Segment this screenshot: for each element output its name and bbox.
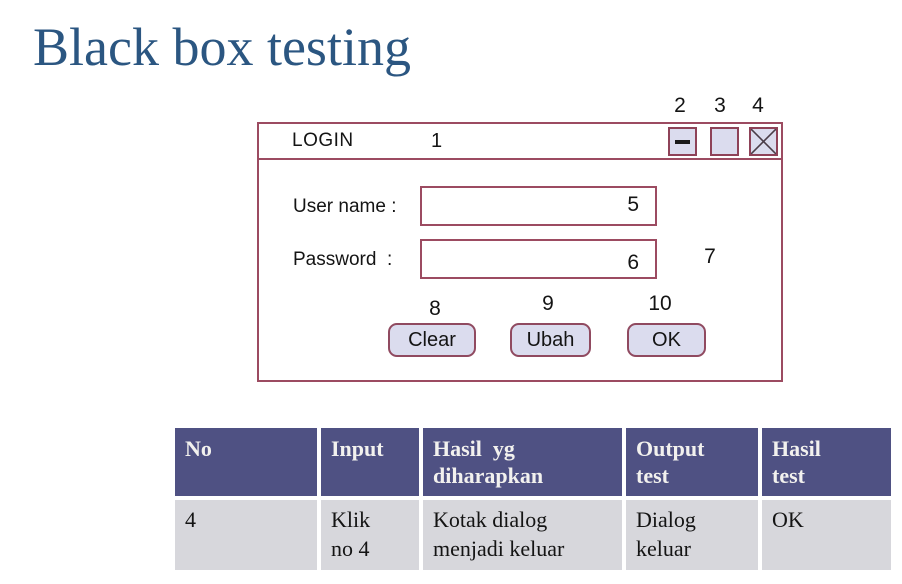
- table-header-result: Hasil test: [762, 428, 891, 496]
- table-header-input: Input: [321, 428, 419, 496]
- username-input[interactable]: 5: [420, 186, 657, 226]
- table-cell-input: Klik no 4: [321, 500, 419, 570]
- close-icon: [751, 129, 776, 154]
- login-dialog: LOGIN 1 User name : 5 Password : 6: [257, 122, 783, 382]
- annotation-ok-button: 10: [648, 292, 672, 315]
- minimize-button[interactable]: [668, 127, 697, 156]
- annotation-password-field: 6: [627, 251, 639, 274]
- dialog-body: User name : 5 Password : 6 7 8 9 10 Clea…: [259, 160, 781, 380]
- table-cell-result: OK: [762, 500, 891, 570]
- clear-button[interactable]: Clear: [388, 323, 476, 357]
- table-cell-output: Dialog keluar: [626, 500, 758, 570]
- annotation-minimize: 2: [674, 94, 686, 117]
- ok-button[interactable]: OK: [627, 323, 706, 357]
- table-header-output: Output test: [626, 428, 758, 496]
- password-input[interactable]: 6: [420, 239, 657, 279]
- table-cell-no: 4: [175, 500, 317, 570]
- username-label: User name :: [293, 196, 397, 217]
- annotation-close: 4: [752, 94, 764, 117]
- annotation-clear-button: 8: [429, 297, 441, 320]
- table-header-no: No: [175, 428, 317, 496]
- annotation-dialog-body: 7: [704, 245, 716, 268]
- table-cell-expected: Kotak dialog menjadi keluar: [423, 500, 622, 570]
- slide-title: Black box testing: [33, 17, 411, 77]
- maximize-button[interactable]: [710, 127, 739, 156]
- annotation-username-field: 5: [627, 193, 639, 216]
- ubah-button[interactable]: Ubah: [510, 323, 591, 357]
- annotation-maximize: 3: [714, 94, 726, 117]
- close-button[interactable]: [749, 127, 778, 156]
- table-header-expected: Hasil yg diharapkan: [423, 428, 622, 496]
- dialog-title: LOGIN: [292, 130, 354, 151]
- test-case-table: No Input Hasil yg diharapkan Output test…: [175, 428, 891, 570]
- minimize-icon: [675, 140, 690, 144]
- dialog-titlebar: LOGIN 1: [259, 124, 781, 160]
- password-label: Password :: [293, 249, 393, 270]
- annotation-titlebar: 1: [431, 130, 443, 152]
- annotation-ubah-button: 9: [542, 292, 554, 315]
